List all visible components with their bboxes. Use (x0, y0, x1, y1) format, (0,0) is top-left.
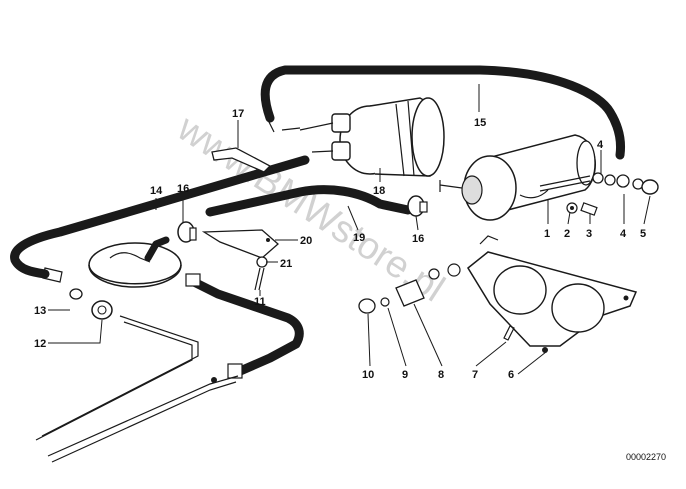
callout-20: 20 (300, 235, 312, 247)
pump-fittings (566, 172, 659, 216)
callout-11: 11 (254, 296, 266, 308)
hose-11 (185, 273, 304, 379)
callout-16b: 16 (412, 233, 424, 245)
document-id: 00002270 (626, 452, 666, 462)
callout-16a: 16 (177, 183, 189, 195)
callout-3: 3 (586, 228, 592, 240)
fuel-lines-lower (35, 315, 239, 463)
callout-4a: 4 (620, 228, 627, 240)
clamp-16-left (177, 221, 197, 243)
hose-14 (10, 155, 310, 283)
callout-13: 13 (34, 305, 46, 317)
callout-12: 12 (34, 338, 46, 350)
leader-lines (48, 84, 651, 375)
bracket-17 (211, 147, 272, 173)
callout-2: 2 (564, 228, 570, 240)
hose-19 (205, 185, 413, 217)
bracket-20 (201, 229, 279, 259)
callout-17: 17 (232, 108, 244, 120)
callout-9: 9 (402, 369, 408, 381)
bracket-6 (467, 235, 638, 353)
hose-15 (260, 65, 625, 160)
callout-6: 6 (508, 369, 514, 381)
nut-12 (91, 300, 113, 320)
callout-19: 19 (353, 232, 365, 244)
callout-1: 1 (544, 228, 550, 240)
screw-21 (254, 256, 268, 291)
fitting-13 (69, 288, 83, 300)
parts-7-to-10 (358, 263, 515, 341)
fuel-pump-1 (439, 134, 596, 221)
callout-4b: 4 (597, 139, 604, 151)
callout-15: 15 (474, 117, 486, 129)
fuel-filter-18 (299, 97, 445, 177)
clamp-16-right (407, 195, 428, 217)
callout-18: 18 (373, 185, 385, 197)
callout-7: 7 (472, 369, 478, 381)
callouts: 1 2 3 4 4 5 6 7 8 9 10 11 12 13 14 15 16… (34, 108, 646, 381)
callout-8: 8 (438, 369, 444, 381)
tank-sender-unit (88, 236, 182, 288)
callout-21: 21 (280, 258, 292, 270)
callout-10: 10 (362, 369, 374, 381)
callout-5: 5 (640, 228, 646, 240)
callout-14: 14 (150, 185, 163, 197)
